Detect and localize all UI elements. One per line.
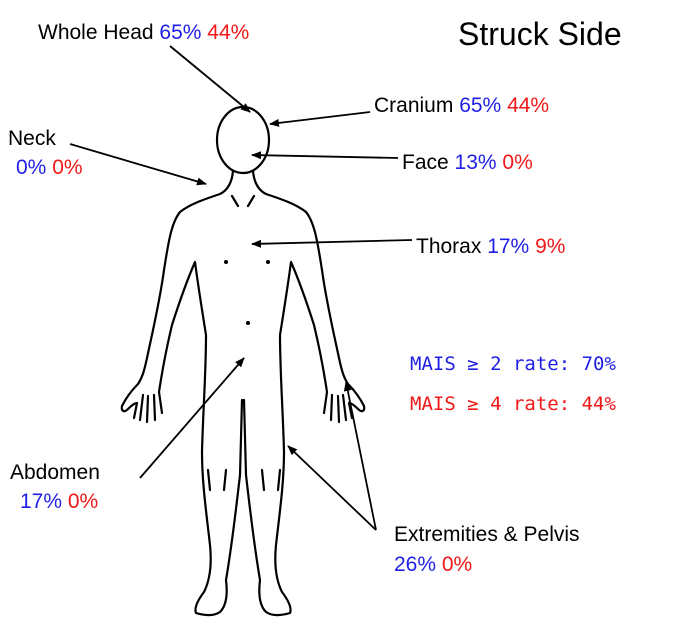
body-left-contour	[122, 171, 242, 615]
collarbone-lines	[232, 196, 254, 206]
label-thorax: Thorax 17% 9%	[416, 236, 565, 257]
cranium-arrow	[270, 112, 370, 124]
face-arrow	[252, 155, 398, 158]
whole-head-arrow	[170, 46, 250, 112]
region-blue-value: 0%	[16, 156, 46, 179]
navel	[246, 321, 250, 325]
mais-4-rate: MAIS ≥ 4 rate: 44%	[410, 395, 616, 414]
body-dots	[224, 260, 270, 325]
region-blue-value: 17%	[20, 490, 62, 513]
region-red-value: 0%	[502, 151, 532, 174]
label-cranium: Cranium 65% 44%	[374, 95, 549, 116]
label-face: Face 13% 0%	[402, 152, 533, 173]
region-name: Cranium	[374, 94, 453, 117]
region-blue-value: 17%	[487, 235, 529, 258]
diagram-title: Struck Side	[458, 16, 622, 53]
label-whole-head: Whole Head 65% 44%	[38, 22, 249, 43]
extremities-arrow-arm	[346, 382, 376, 530]
thorax-arrow	[252, 240, 412, 244]
region-red-value: 0%	[442, 553, 472, 576]
region-name: Thorax	[416, 235, 481, 258]
region-red-value: 44%	[207, 21, 249, 44]
region-blue-value: 65%	[159, 21, 201, 44]
head-outline	[217, 107, 269, 173]
nipple-right	[266, 260, 270, 264]
neck-arrow	[70, 144, 206, 184]
region-blue-value: 13%	[455, 151, 497, 174]
label-neck: Neck 0% 0%	[8, 128, 83, 178]
region-red-value: 9%	[535, 235, 565, 258]
region-red-value: 0%	[68, 490, 98, 513]
region-red-value: 44%	[507, 94, 549, 117]
mais-2-rate: MAIS ≥ 2 rate: 70%	[410, 355, 616, 374]
label-abdomen: Abdomen 17% 0%	[10, 462, 100, 512]
body-outline	[122, 107, 364, 615]
region-name: Abdomen	[10, 462, 100, 483]
region-name: Whole Head	[38, 21, 154, 44]
region-name: Neck	[8, 128, 83, 149]
region-red-value: 0%	[52, 156, 82, 179]
region-name: Extremities & Pelvis	[394, 524, 580, 545]
extremities-arrow-leg	[288, 446, 376, 530]
nipple-left	[224, 260, 228, 264]
region-name: Face	[402, 151, 449, 174]
label-extremities: Extremities & Pelvis 26% 0%	[394, 524, 580, 575]
knee-marks	[208, 470, 280, 490]
body-right-contour	[244, 171, 364, 615]
region-blue-value: 65%	[459, 94, 501, 117]
region-blue-value: 26%	[394, 553, 436, 576]
